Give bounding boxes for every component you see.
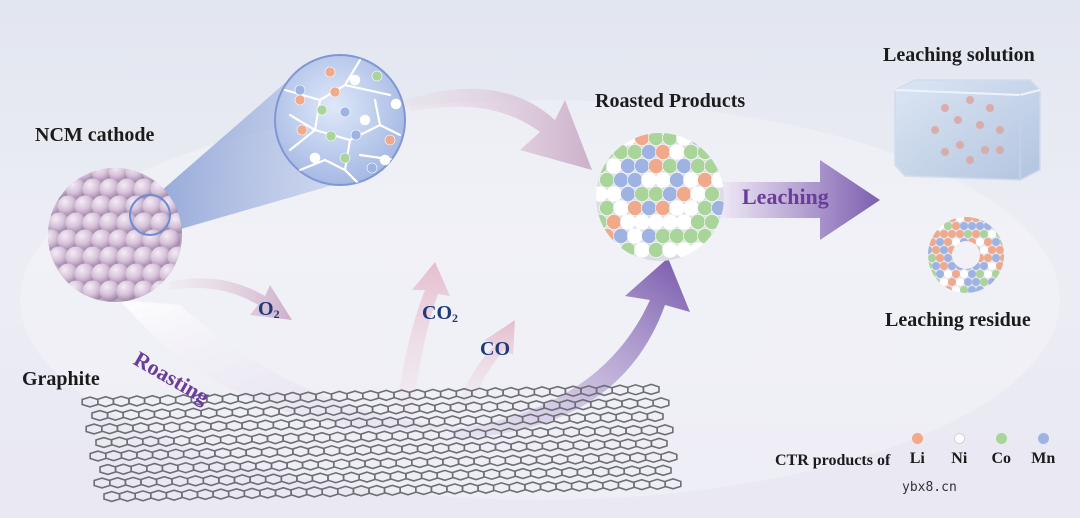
leaching-solution-label: Leaching solution: [883, 44, 1035, 66]
li-dot-icon: [911, 432, 923, 444]
co2-arrow: [395, 262, 450, 420]
co2-label: CO2: [422, 302, 458, 325]
legend-item-li: Li: [898, 432, 936, 468]
ncm-cathode-label: NCM cathode: [35, 124, 155, 146]
co-label: CO: [480, 338, 510, 360]
graphite-label: Graphite: [22, 368, 100, 390]
zoom-circle: [274, 54, 406, 186]
o2-label: O2: [258, 298, 280, 321]
top-arrow: [405, 88, 592, 170]
leaching-arrow-label: Leaching: [742, 184, 829, 209]
co-arrow: [455, 320, 515, 412]
leaching-arrow: [720, 160, 880, 240]
mn-dot-icon: [1037, 432, 1049, 444]
graphite-sheet: [81, 383, 682, 503]
legend-item-co: Co: [982, 432, 1020, 468]
legend-label-mn: Mn: [1031, 449, 1056, 467]
legend-label-co: Co: [991, 449, 1012, 467]
leaching-residue-label: Leaching residue: [885, 309, 1031, 331]
roasted-arrow: [450, 258, 690, 438]
legend-prefix: CTR products of: [775, 452, 891, 469]
leaching-solution-box: [894, 79, 1041, 181]
legend-item-ni: Ni: [940, 432, 978, 468]
co-dot-icon: [995, 432, 1007, 444]
roasted-products-label: Roasted Products: [595, 90, 746, 112]
legend-label-li: Li: [909, 449, 925, 467]
zoom-ring: [129, 194, 171, 236]
roasting-path: [120, 300, 470, 430]
watermark: ybx8.cn: [902, 480, 957, 495]
legend-label-ni: Ni: [951, 449, 968, 467]
legend-item-mn: Mn: [1024, 432, 1062, 468]
o2-arrow: [170, 278, 292, 320]
legend: CTR products of Li Ni Co Mn: [775, 432, 1062, 476]
ni-dot-icon: [953, 432, 965, 444]
